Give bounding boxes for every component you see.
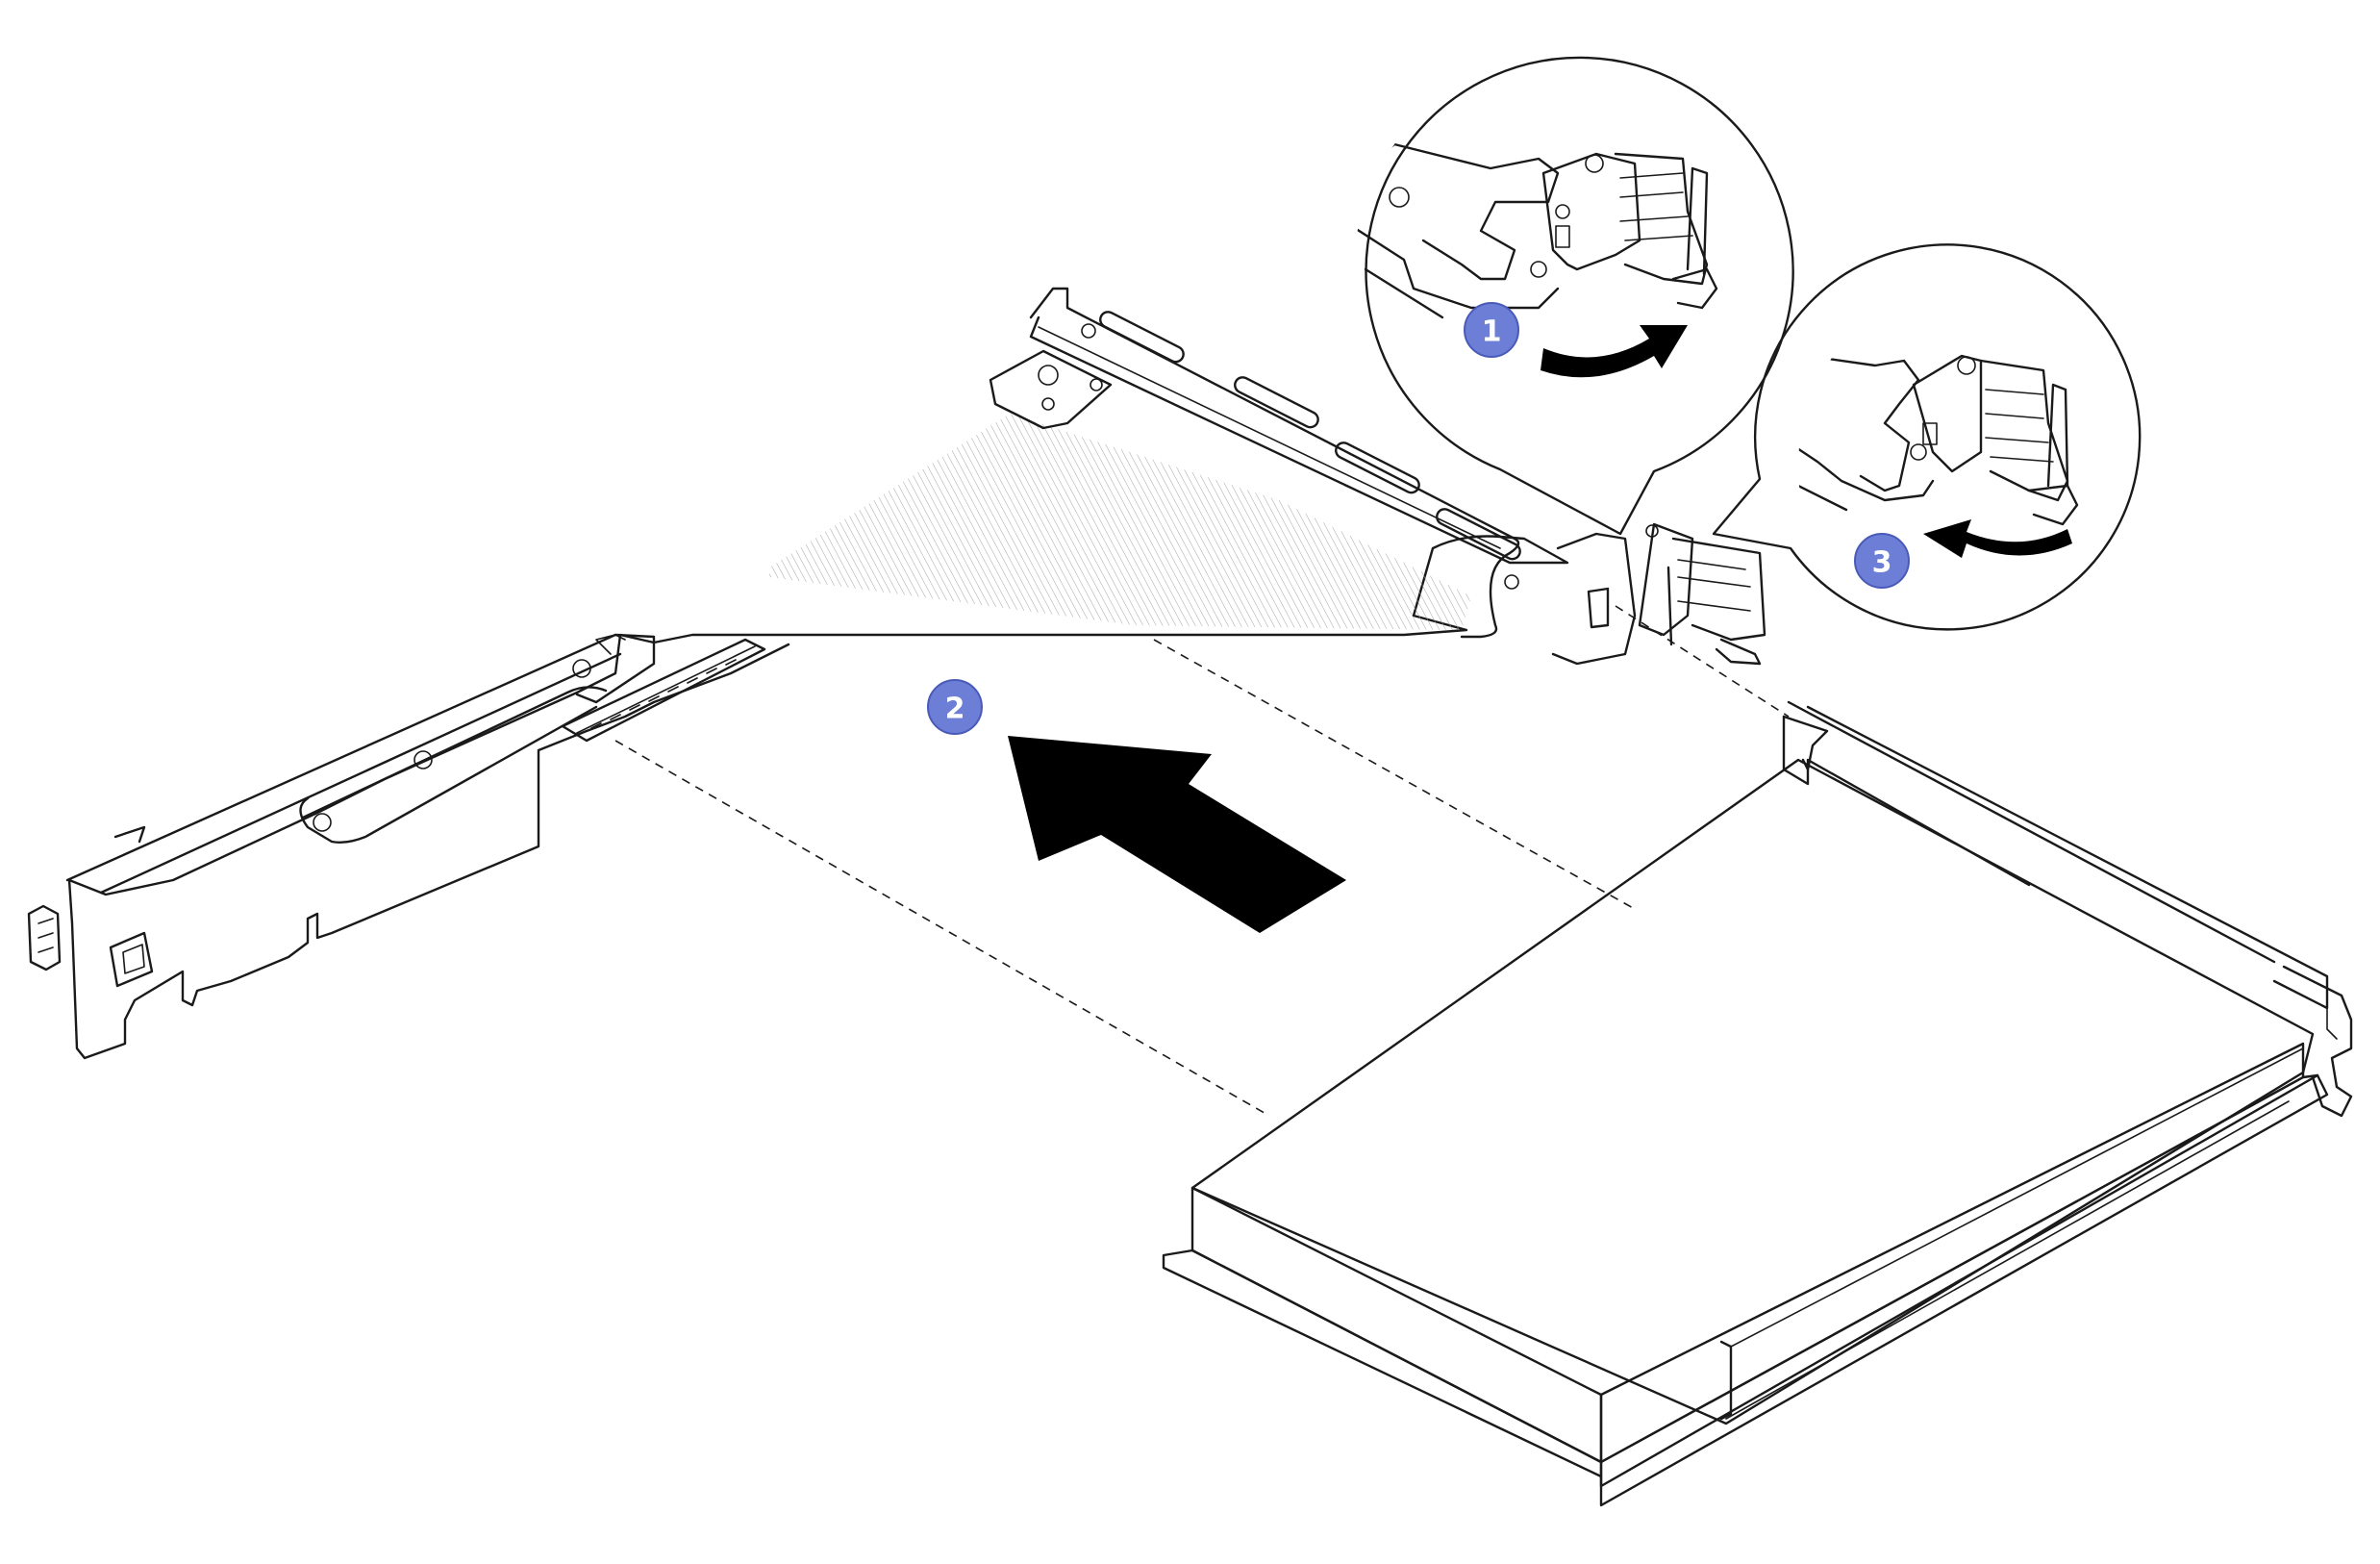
step-number: 2 — [945, 693, 965, 726]
rotate-counterclockwise-arrow-icon — [1923, 519, 2072, 558]
connector-pins — [590, 659, 737, 729]
card-top-face — [1190, 758, 2315, 1425]
insert-arrow-icon — [1008, 736, 1346, 933]
pcie-adapter-card — [1162, 700, 2353, 1507]
riser-cage — [27, 287, 1766, 1060]
step-badge-3: 3 — [1854, 533, 1910, 589]
step-badge-2: 2 — [927, 679, 983, 735]
rotate-clockwise-arrow-icon — [1541, 325, 1688, 378]
step-badge-1: 1 — [1464, 302, 1519, 358]
alignment-guide-lines — [614, 605, 1790, 1117]
callout-3 — [1712, 243, 2142, 631]
step-number: 1 — [1482, 315, 1502, 349]
callout-1 — [1354, 56, 1794, 536]
step-number: 3 — [1872, 546, 1892, 580]
